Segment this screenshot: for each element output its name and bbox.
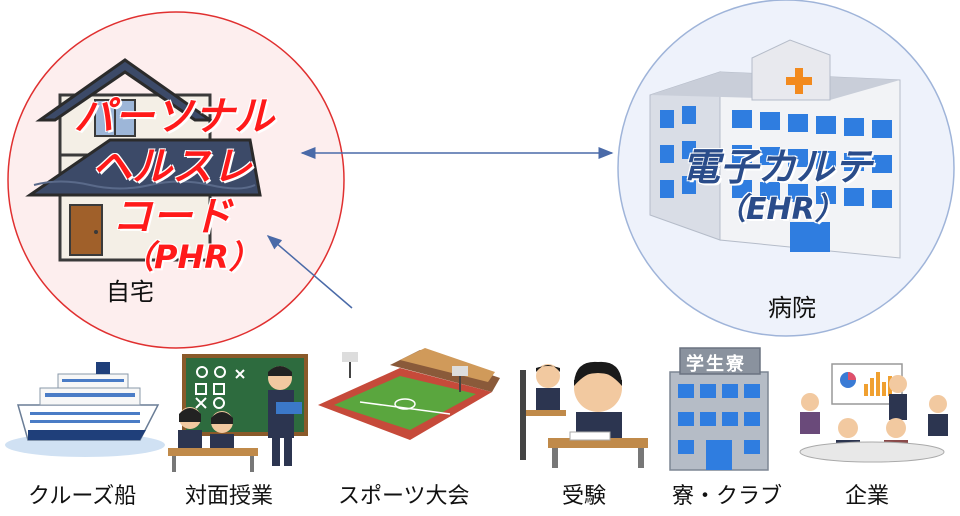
company-meeting-icon <box>799 363 948 463</box>
caption-company: 企業 <box>845 484 890 509</box>
caption-exam: 受験 <box>562 484 607 509</box>
caption-classroom: 対面授業 <box>185 484 274 509</box>
cruise-ship-icon <box>5 362 165 457</box>
phr-title-line-3: コード <box>112 194 232 240</box>
dorm-sign: 学生寮 <box>686 354 746 375</box>
hospital-building-icon <box>649 39 901 259</box>
phr-title-line-1: パーソナル <box>74 94 274 140</box>
exam-icon <box>520 361 648 468</box>
phr-title-line-2: ヘルスレ <box>92 144 252 190</box>
ehr-title-line-2: （EHR） <box>716 192 845 227</box>
house-icon <box>25 58 262 262</box>
sources-to-phr-arrow <box>266 235 353 309</box>
classroom-icon <box>168 354 308 472</box>
caption-cruise-ship: クルーズ船 <box>28 484 137 509</box>
caption-dormitory: 寮・クラブ <box>672 484 783 509</box>
dormitory-icon <box>669 347 769 471</box>
hospital-label: 病院 <box>768 294 816 322</box>
phr-title-line-4: （PHR） <box>122 238 261 276</box>
stadium-icon <box>318 348 500 440</box>
caption-sports: スポーツ大会 <box>338 484 470 509</box>
home-label: 自宅 <box>106 278 154 306</box>
ehr-title-line-1: 電子カルテ <box>682 145 873 189</box>
